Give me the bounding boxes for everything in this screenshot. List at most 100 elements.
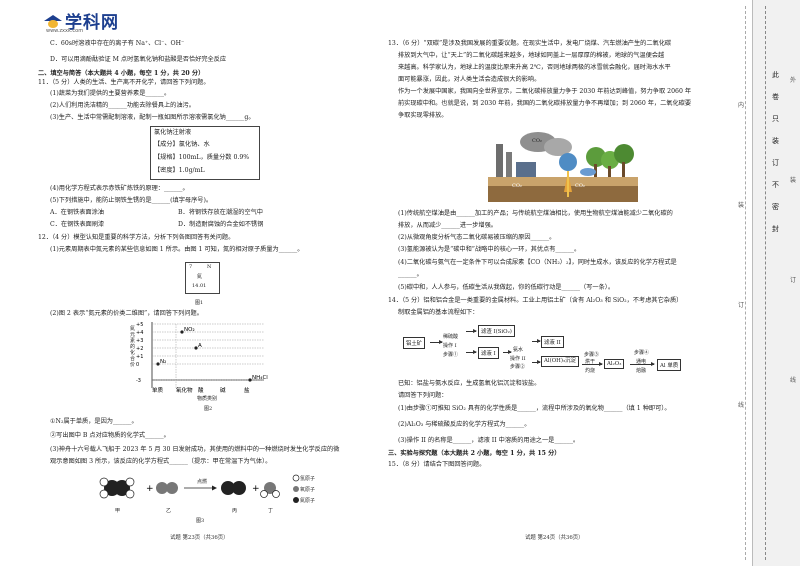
q13-2: (2)从微观角度分析气态二氧化碳易被压缩的原因______。 [398,234,556,241]
q13-3: (3)氢能源被认为是“碳中和”战略中的核心一环，其优点有______。 [398,246,581,253]
flow-arrow [532,360,541,364]
q11-2: (2)人们利用洗洁精的______功能去除餐具上的油污。 [50,102,195,109]
q13-p2: 排放到大气中，让“天上”的二氧化碳越来越多，地球如同盖上一层厚厚的棉被，地球的气… [398,52,665,59]
element-symbol: N [207,264,212,270]
q13-p6: 前实现碳中和。也就是说，到 2030 年前，我国的二氧化碳排放量力争不再增加；到… [398,100,692,107]
chart-point-label: A [198,343,202,349]
q12-3b: 观示意图如图 3 所示，该反应的化学方程式______（提示：甲在常温下为气体）… [50,458,272,465]
q13-4b: ______。 [398,271,423,278]
q14-prompt: 请回答下列问题： [398,392,448,399]
q14-known: 已知：铝盐与氨水反应，生成氢氧化铝沉淀和铵盐。 [398,380,541,387]
binding-outer-char: 订 [790,277,797,284]
saline-label-line3: 【密度】1.0g/mL [154,167,205,174]
binding-side-char: 装 [738,202,745,209]
flow-step4: 步骤④ [634,350,650,356]
flow-arrow [532,339,541,343]
binding-side-char: 内 [738,102,745,109]
q11-opt-a: A．在钢铁表面涂油 [50,209,104,216]
q11-5: (5)下列措施中，能防止钢铁生锈的是______(填字母序号)。 [50,197,213,204]
q11-4: (4)用化学方程式表示赤铁矿炼铁的原理：______。 [50,185,189,192]
binding-outer-char: 装 [790,177,797,184]
flow-dry: 烘干 [585,359,596,365]
flow-burn: 灼烧 [585,368,596,374]
saline-label-title: 氯化钠注射液 [154,129,192,136]
q14-2: (2)Al₂O₃ 与稀硫酸反应的化学方程式为______。 [398,421,531,428]
q12-b: ②写出图中 B 点对应物质的化学式______。 [50,432,170,439]
flow-melt: 熔融 [636,368,647,374]
legend-swatches [292,474,300,503]
q11-opt-d: D．制造耐腐蚀的合金如不锈钢 [178,221,264,228]
chart-tick-label: +4 [136,330,143,336]
section-2-heading: 二、填空与简答（本大题共 4 小题，每空 1 分，共 20 分） [38,70,205,77]
atomic-mass: 14.01 [192,283,207,289]
figure-1-caption: 图1 [195,300,204,306]
section-3-heading: 三、实验与探究题（本大题共 2 小题，每空 1 分，共 15 分） [388,450,561,457]
legend-oxygen: 氧原子 [300,487,316,493]
atomic-number: 7 [189,264,193,270]
flow-al: Al 单质 [657,359,682,371]
reaction-diagram: + + [99,474,300,503]
binding-char: 装 [772,137,779,145]
flow-op2: 操作 II [510,356,526,362]
chart-point [180,330,184,334]
binding-line [765,6,766,560]
q14-3: (3)操作 II 的名称是______，滤液 II 中溶质的用途之一是_____… [398,437,580,444]
q13-5: (5)碳中和，人人参与，低碳生活从我做起，你的低碳行动是______（写一条）。 [398,284,615,291]
chart-point [248,378,252,382]
chart-category-label: 盐 [244,386,250,394]
flow-step1: 步骤① [443,352,459,358]
option-c: C．60s时溶液中存在的离子有 Na⁺、Cl⁻、OH⁻ [50,40,185,47]
co2-label-right: CO₂ [575,183,585,189]
chart-tick-label: +5 [136,322,143,328]
molecule-jia [99,477,135,499]
q12-2: (2)图 2 表示“氮元素的价类二维图”，请回答下列问题。 [50,310,203,317]
nitrogen-valence-chart: +5+4+3+2+10-3 NO₂AN₂NH₄Cl 单质氧化物酸碱盐 [136,322,268,394]
binding-char: 封 [772,225,779,233]
molecule-yi [156,482,178,494]
chart-point-label: NH₄Cl [252,375,268,381]
q13-p7: 争取实现零排放。 [398,112,448,119]
molecule-bing [221,481,246,495]
logo-text: 学科网 [65,13,119,33]
q11-opt-b: B．将钢铁存放在潮湿的空气中 [178,209,263,216]
chart-point-label: NO₂ [184,327,195,333]
flow-al2o3: Al₂O₃ [604,359,625,369]
chart-category-label: 酸 [198,386,204,394]
chart-point [156,362,160,366]
binding-side-char: 订 [738,302,745,309]
q14-stem-b: 制取金属铝的基本流程如下： [398,309,479,316]
graduation-cap-icon [44,13,62,29]
saline-label-line2: 【规格】100mL，质量分数 0.9% [154,154,250,161]
flow-filtrate2: 滤液 II [541,336,564,348]
chart-category-label: 碱 [220,387,226,394]
logo-url: www.zxxk.com [46,28,84,34]
svg-text:+: + [146,484,154,494]
q13-1a: (1)传统航空煤油是由______加工的产品；与传统航空煤油相比，使用生物航空煤… [398,210,673,217]
q13-p3: 来越高。科学家认为，地球上的温度比原来升高 2℃，否则地球两极的冰雪就会融化，届… [398,64,671,71]
figure-2-caption: 图2 [204,406,213,412]
q11-1: (1)蔬菜为我们提供的主要营养素是______。 [50,90,171,97]
binding-char: 此 [772,71,779,79]
flow-arrow [582,362,603,366]
option-d: D．可以用滴酚酞验证 M 点时氢氧化钠和盐酸是否恰好完全反应 [50,56,227,63]
label-yi: 乙 [166,508,172,514]
binding-char: 订 [772,159,779,167]
flow-arrow [466,329,477,333]
q11-3: (3)生产、生活中常需配制溶液，配制一瓶如图所示溶液需氯化钠______g。 [50,114,255,121]
chart-point-label: N₂ [160,359,166,365]
q13-1b: 排放，从而减少______进一步增强。 [398,222,497,229]
flow-arrow [466,350,477,354]
q15-stem: 15．（8 分）请结合下图回答问题。 [388,461,486,468]
legend-hydrogen: 氢原子 [300,476,316,482]
q12-stem: 12．（4 分）模型认知是重要的科学方法，分析下列各图回答有关问题。 [38,234,235,241]
chart-category-label: 单质 [152,386,164,394]
binding-outer-char: 外 [790,77,797,84]
chart-tick-label: 0 [136,362,139,368]
flow-acid: 稀硫酸 [443,334,459,340]
flow-arrow [503,350,512,354]
binding-char: 卷 [772,93,779,101]
flow-residue: 滤渣 I(SiO₂) [478,325,515,337]
flow-electric: 通电 [636,359,647,365]
carbon-cycle-illustration [488,132,638,202]
chart-tick-label: -3 [136,378,141,384]
